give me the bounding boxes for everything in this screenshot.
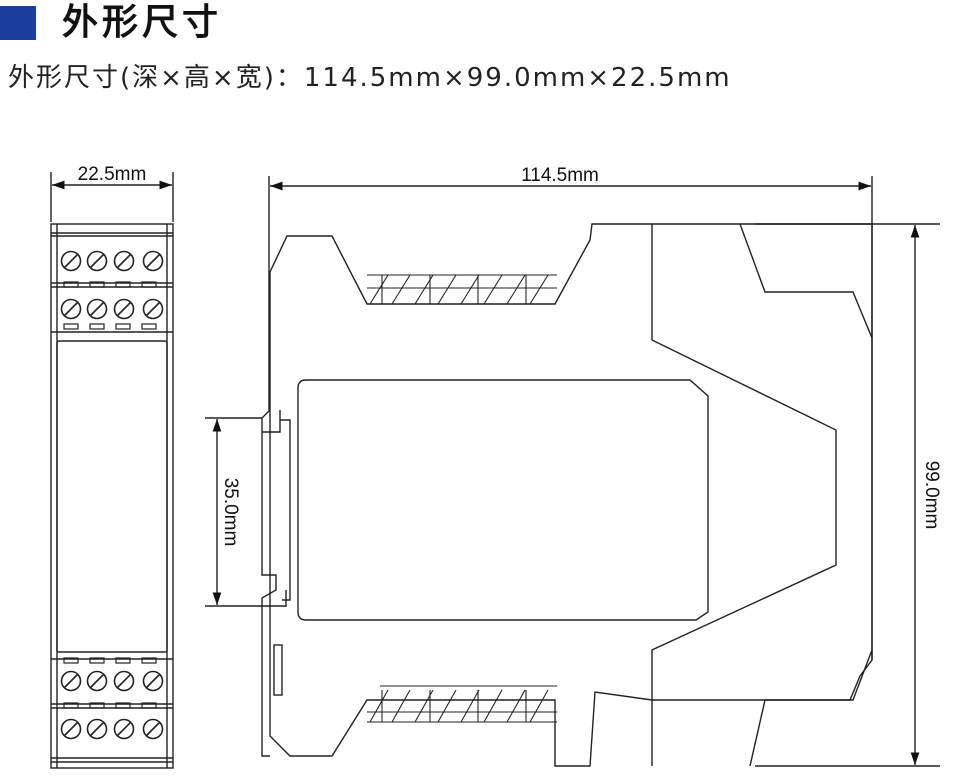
front-label-window [56,340,168,653]
din-rail-clip [261,409,287,757]
height-dimension-label: 99.0mm [921,461,942,530]
terminal-screws-top-row1 [60,250,164,272]
dimension-drawing: 22.5mm [50,164,942,769]
dimension-spec-line: 外形尺寸(深×高×宽)：114.5mm×99.0mm×22.5mm [8,63,732,93]
terminal-tabs-bottom [63,657,157,709]
header: 外形尺寸 [0,0,978,50]
front-body-outline [50,223,174,769]
top-terminal-hatch [367,274,557,305]
bottom-terminal-hatch [367,685,557,723]
terminal-screws-top-row2 [60,298,164,320]
housing-outline [269,223,873,767]
width-dimension-label: 22.5mm [78,164,147,185]
terminal-tabs-top [63,281,157,330]
depth-dimension-label: 114.5mm [521,165,599,186]
front-view [50,172,174,769]
rail-dimension-label: 35.0mm [220,478,241,547]
terminal-screws-bottom-row2 [60,718,164,740]
page-title: 外形尺寸 [62,2,223,43]
side-label-panel [297,379,709,621]
terminal-screws-bottom-row1 [60,670,164,692]
title-marker-square [0,6,36,40]
side-view [205,176,940,767]
